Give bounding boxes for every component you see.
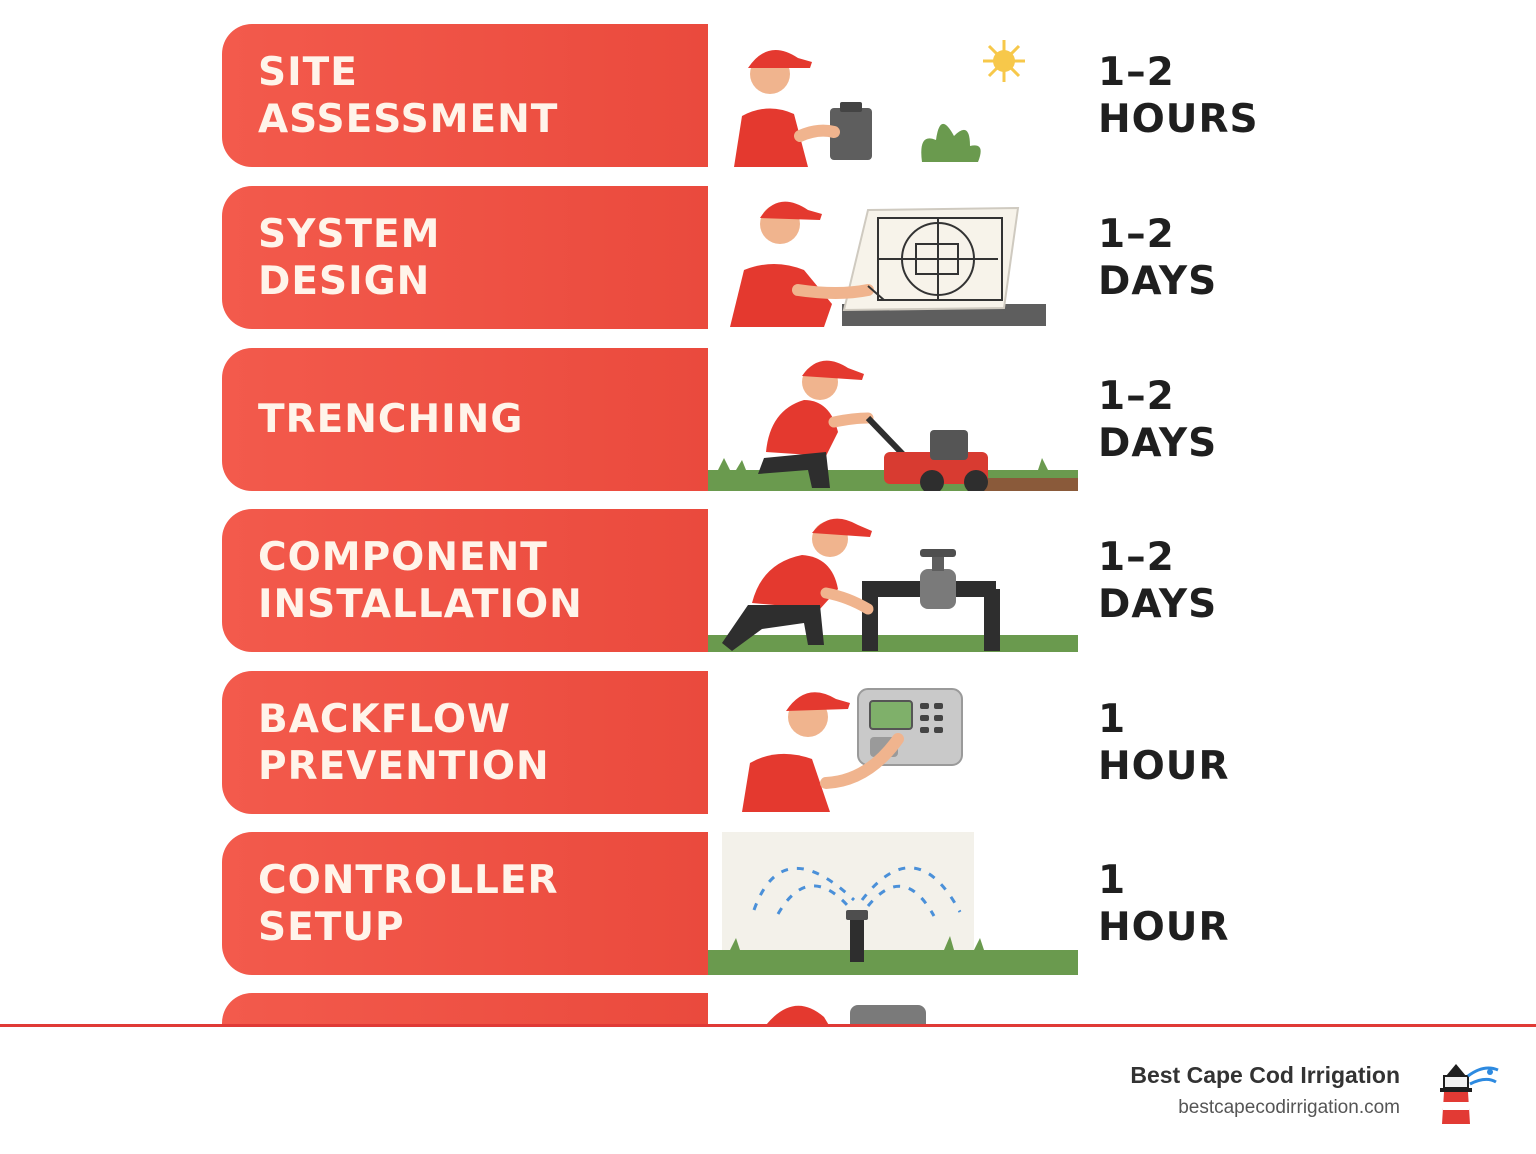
step-label: SITE ASSESSMENT (258, 49, 559, 142)
worker-partial-icon (708, 993, 1078, 1025)
step-partial (222, 993, 1322, 1025)
worker-valve-icon (708, 509, 1078, 652)
step-component-installation: COMPONENT INSTALLATION 1–2 DAYS (222, 509, 1322, 652)
step-band: TRENCHING (222, 348, 708, 491)
step-duration: 1–2 HOURS (1098, 49, 1259, 142)
worker-clipboard-icon (708, 24, 1078, 167)
step-duration: 1–2 DAYS (1098, 534, 1218, 627)
step-duration: 1 HOUR (1098, 696, 1230, 789)
worker-blueprint-icon (708, 186, 1078, 329)
footer-divider (0, 1024, 1536, 1027)
step-band: COMPONENT INSTALLATION (222, 509, 708, 652)
worker-trencher-icon (708, 348, 1078, 491)
sprinkler-icon (708, 832, 1078, 975)
step-duration: 1–2 DAYS (1098, 211, 1218, 304)
step-backflow-prevention: BACKFLOW PREVENTION 1 HOUR (222, 671, 1322, 814)
step-system-design: SYSTEM DESIGN 1–2 DAYS (222, 186, 1322, 329)
step-site-assessment: SITE ASSESSMENT 1–2 HOURS (222, 24, 1322, 167)
brand-url: bestcapecodirrigation.com (1178, 1097, 1400, 1118)
step-label: COMPONENT INSTALLATION (258, 534, 583, 627)
step-duration: 1–2 DAYS (1098, 373, 1218, 466)
worker-controller-icon (708, 671, 1078, 814)
step-label: CONTROLLER SETUP (258, 857, 559, 950)
lighthouse-logo-icon (1426, 1058, 1500, 1132)
brand-name: Best Cape Cod Irrigation (1130, 1062, 1400, 1088)
step-controller-setup: CONTROLLER SETUP 1 HOUR (222, 832, 1322, 975)
step-band: SYSTEM DESIGN (222, 186, 708, 329)
step-label: SYSTEM DESIGN (258, 211, 441, 304)
step-label: TRENCHING (258, 397, 524, 442)
step-band: SITE ASSESSMENT (222, 24, 708, 167)
step-label: BACKFLOW PREVENTION (258, 696, 550, 789)
step-duration: 1 HOUR (1098, 857, 1230, 950)
step-band: BACKFLOW PREVENTION (222, 671, 708, 814)
step-band: CONTROLLER SETUP (222, 832, 708, 975)
step-band (222, 993, 708, 1025)
step-trenching: TRENCHING 1–2 DAYS (222, 348, 1322, 491)
steps-list: SITE ASSESSMENT 1–2 HOURS SYSTEM DESIGN (222, 24, 1322, 1025)
brand-block: Best Cape Cod Irrigation bestcapecodirri… (1130, 1062, 1400, 1119)
step-duration (1098, 993, 1298, 1025)
